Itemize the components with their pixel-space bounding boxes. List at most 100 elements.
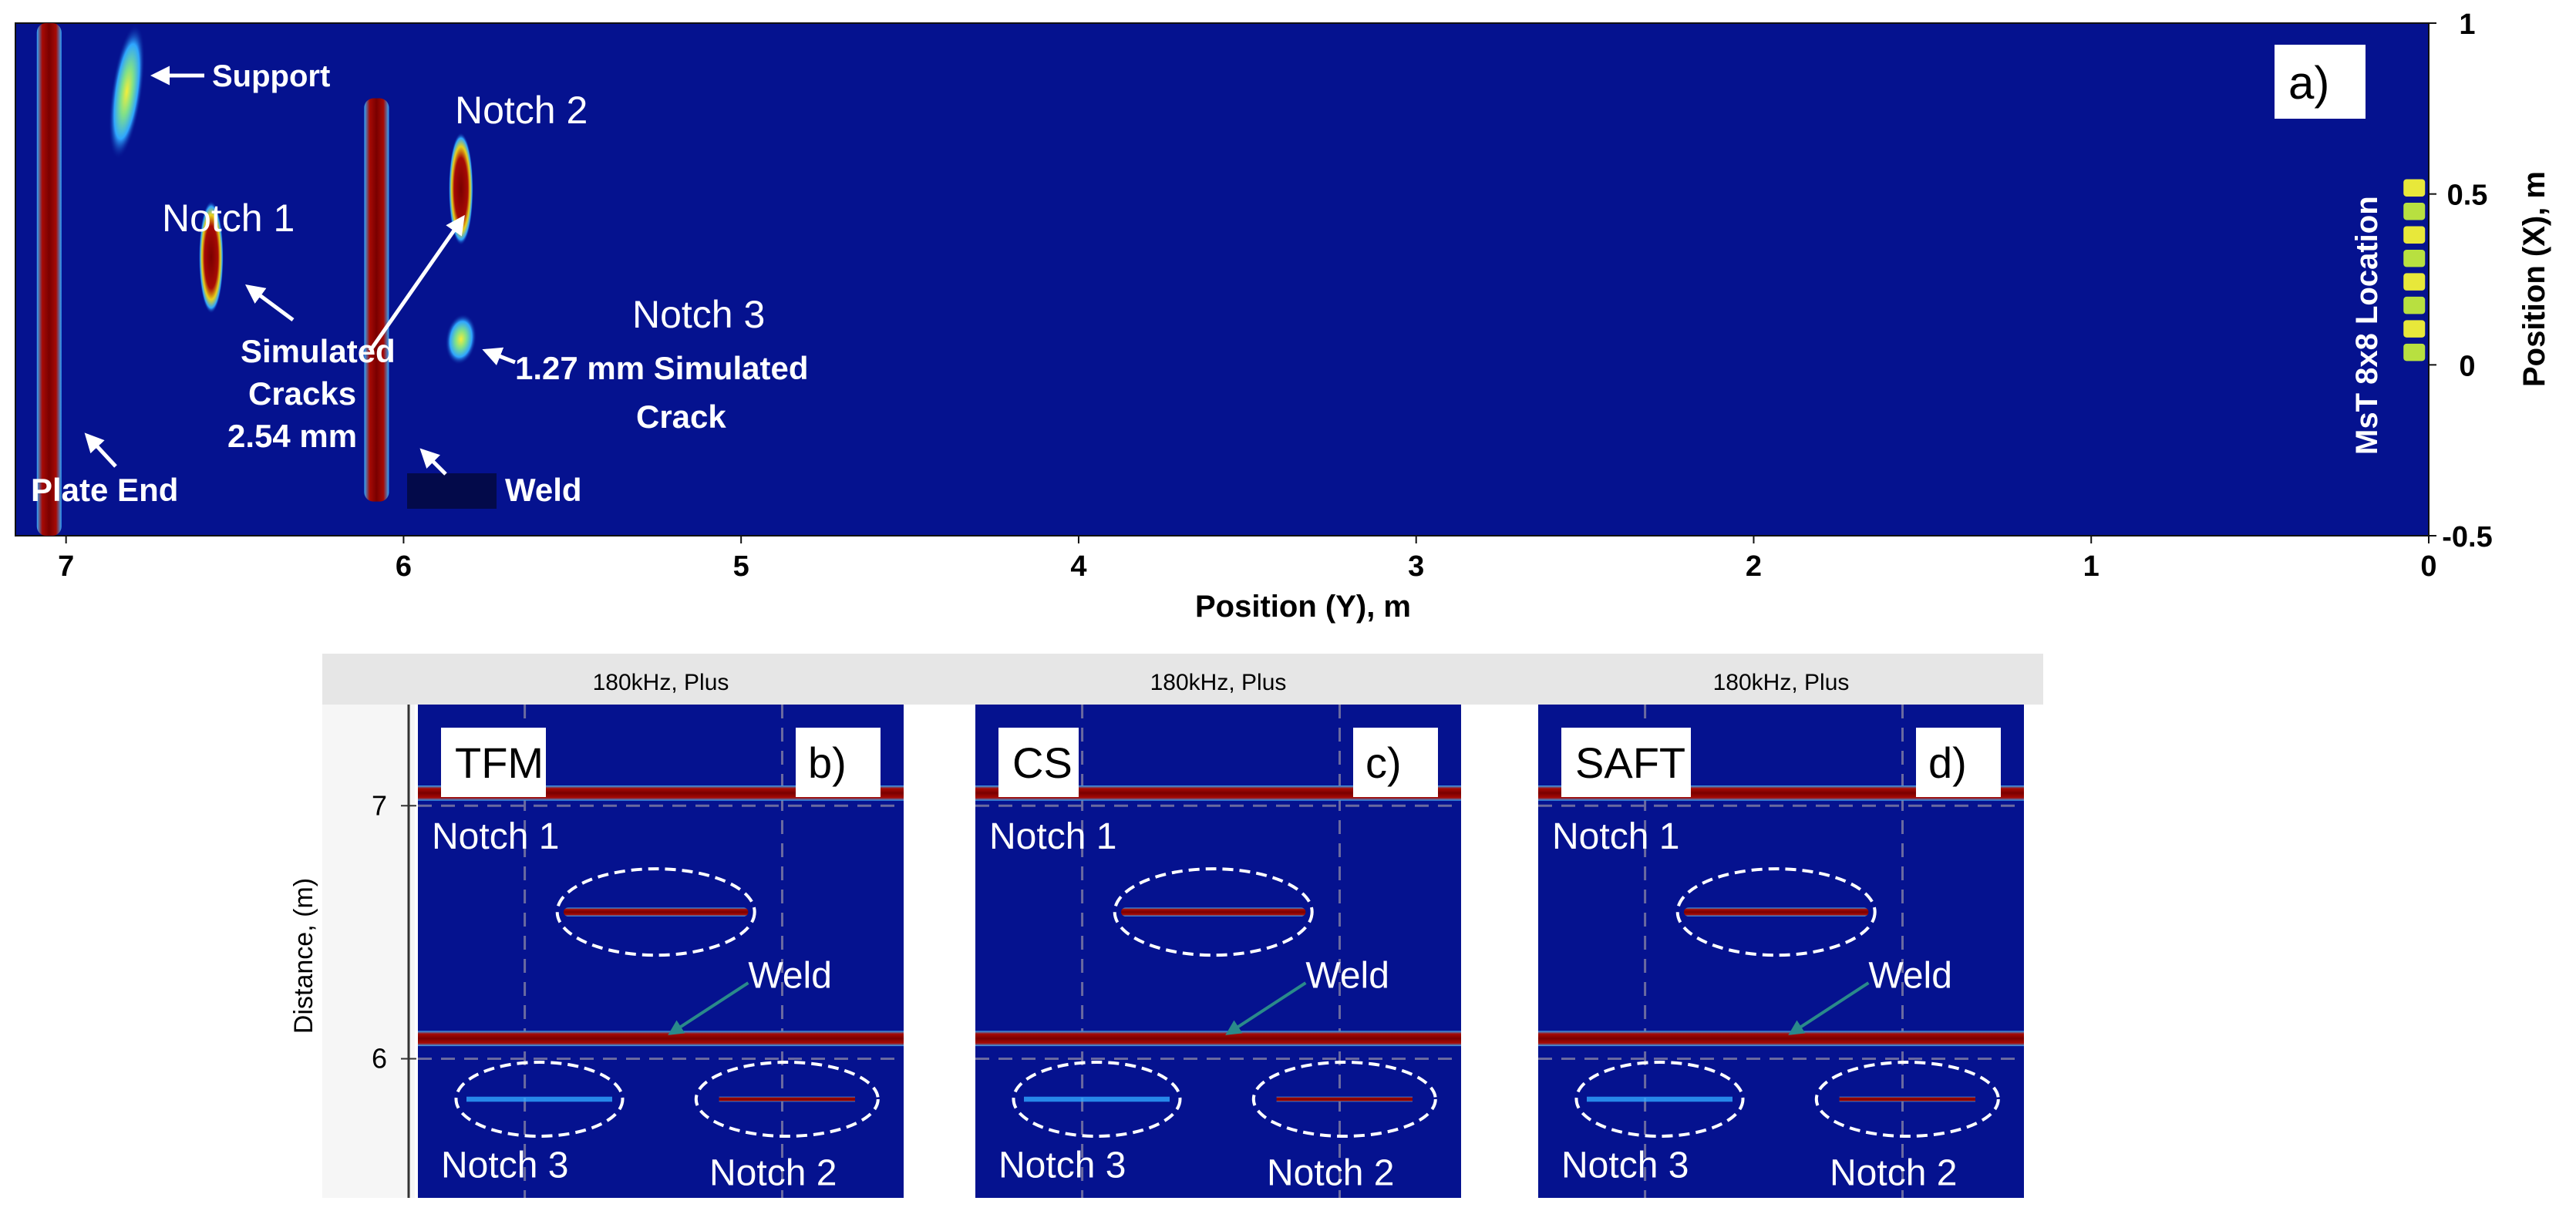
- notch3-label: Notch 3: [998, 1145, 1126, 1186]
- plate-end-band: [975, 785, 1461, 801]
- weld-arrow: [419, 448, 447, 476]
- notch1-label: Notch 1: [432, 816, 559, 857]
- size-127-label: 1.27 mm Simulated: [515, 350, 808, 386]
- notch1-band: [1684, 907, 1869, 917]
- notch2-label: Notch 2: [709, 1153, 837, 1194]
- method-label: CS: [1012, 738, 1072, 787]
- notch3-ellipse: [454, 1061, 625, 1138]
- simulated-label: Simulated: [241, 333, 396, 369]
- cracks-label: Cracks: [248, 375, 356, 412]
- feature-weld: [364, 98, 389, 502]
- x-tick-label: 2: [1746, 550, 1762, 583]
- feature-plate-end: [36, 23, 62, 536]
- y-tick-label: 1: [2459, 8, 2475, 41]
- x-tick-label: 6: [396, 550, 412, 583]
- notch2-arrow: [368, 214, 465, 352]
- notch1-band: [564, 907, 749, 917]
- notch-band: [1024, 1096, 1413, 1102]
- feature-support: [109, 23, 145, 160]
- panel-header: 180kHz, Plus: [593, 670, 729, 695]
- method-box: [998, 728, 1079, 797]
- panel-letter-box: [1353, 728, 1438, 797]
- panel-a: Support Notch 1 Notch 2 Notch 3 Simulate…: [15, 8, 2551, 624]
- x-tick-label: 7: [58, 550, 74, 583]
- panel-letter-box: [796, 728, 881, 797]
- y-tick-label: 0: [2459, 350, 2475, 382]
- panel-a-features: [36, 23, 2426, 536]
- weld-label: Weld: [1868, 956, 1952, 997]
- method-box: [1561, 728, 1691, 797]
- crack-label: Crack: [636, 399, 726, 435]
- notch1-label: Notch 1: [162, 197, 295, 240]
- notch3-label: Notch 3: [1561, 1145, 1689, 1186]
- notch2-label: Notch 2: [1267, 1153, 1394, 1194]
- notch2-ellipse: [1251, 1061, 1437, 1138]
- header-band: [322, 654, 2043, 705]
- weld-label: Weld: [748, 956, 832, 997]
- feature-notch-1: [198, 200, 224, 314]
- notch1-band: [1121, 907, 1306, 917]
- notch1-ellipse: [555, 867, 756, 957]
- notch3-ellipse: [1012, 1061, 1182, 1138]
- notch1-label: Notch 1: [989, 816, 1116, 857]
- panel-header: 180kHz, Plus: [1150, 670, 1287, 695]
- weld-band: [975, 1031, 1461, 1047]
- weld-label: Weld: [505, 472, 582, 508]
- notch1-ellipse: [1675, 867, 1877, 957]
- panel-a-y-ticks: -0.5 0 0.5 1: [2429, 8, 2493, 553]
- panel-a-label-box: [2275, 45, 2366, 119]
- y-tick-label: 0.5: [2447, 180, 2488, 212]
- size-254-label: 2.54 mm: [227, 418, 357, 454]
- notch2-ellipse: [1814, 1061, 2000, 1138]
- weld-label: Weld: [1305, 956, 1389, 997]
- panel-header: 180kHz, Plus: [1713, 670, 1850, 695]
- sensor-label: MsT 8x8 Location: [2350, 196, 2384, 455]
- panel-letter-box: [1916, 728, 2001, 797]
- x-tick-label: 0: [2420, 550, 2436, 583]
- panel-letter: d): [1928, 738, 1967, 787]
- distance-tick-label: 7: [372, 789, 387, 821]
- notch3-label: Notch 3: [441, 1145, 568, 1186]
- notch3-arrow: [482, 347, 516, 365]
- notch-band: [1587, 1096, 1975, 1102]
- weld-arrow: [1788, 981, 1870, 1035]
- method-label: TFM: [455, 738, 544, 787]
- weld-label-patch: [407, 473, 497, 509]
- distance-ylabel: Distance, (m): [289, 878, 318, 1034]
- notch1-ellipse: [1113, 867, 1314, 957]
- notch2-ellipse: [694, 1061, 880, 1138]
- method-box: [441, 728, 546, 797]
- weld-arrow: [1225, 981, 1307, 1035]
- notch2-label: Notch 2: [1830, 1153, 1957, 1194]
- feature-sensor: [2403, 179, 2426, 362]
- panel-letter: b): [808, 738, 847, 787]
- distance-axis-bg: [322, 705, 415, 1198]
- panel-a-annotations: Support Notch 1 Notch 2 Notch 3 Simulate…: [31, 59, 2384, 509]
- y-tick-label: -0.5: [2442, 521, 2492, 553]
- method-label: SAFT: [1575, 738, 1685, 787]
- x-tick-label: 1: [2083, 550, 2100, 583]
- weld-arrow: [668, 981, 749, 1035]
- plate-end-label: Plate End: [31, 472, 178, 508]
- panel-a-xlabel: Position (Y), m: [1195, 590, 1411, 624]
- notch1-label: Notch 1: [1552, 816, 1679, 857]
- x-tick-label: 3: [1408, 550, 1424, 583]
- panel-a-x-ticks: 7 6 5 4 3 2 1 0: [58, 536, 2437, 583]
- x-tick-label: 5: [733, 550, 749, 583]
- x-tick-label: 4: [1070, 550, 1086, 583]
- support-label: Support: [212, 59, 330, 93]
- notch1-arrow: [244, 284, 295, 322]
- feature-notch-2: [448, 132, 473, 246]
- panel-a-ylabel: Position (X), m: [2517, 171, 2551, 387]
- distance-tick-label: 6: [372, 1042, 387, 1074]
- weld-band: [418, 1031, 904, 1047]
- panel-a-label: a): [2288, 57, 2329, 109]
- panel-letter: c): [1365, 738, 1402, 787]
- notch-band: [466, 1096, 855, 1102]
